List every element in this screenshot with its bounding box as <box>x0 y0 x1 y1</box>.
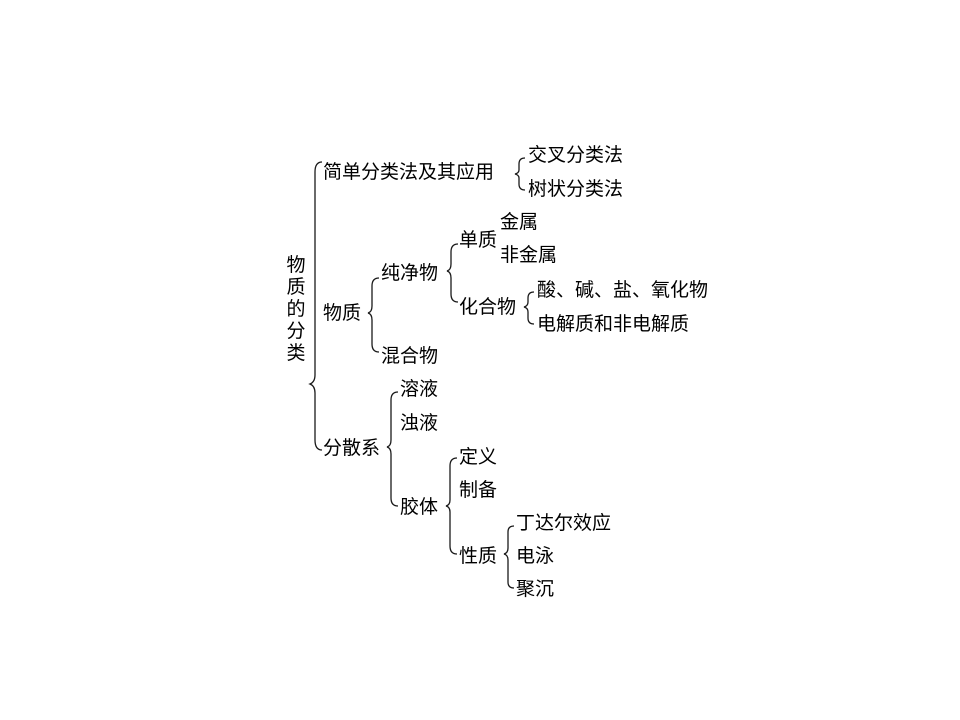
node-element: 单质 <box>459 229 498 251</box>
pure-bracket <box>446 243 459 303</box>
node-coagulation: 聚沉 <box>516 578 555 600</box>
node-preparation: 制备 <box>459 479 498 501</box>
node-solution: 溶液 <box>400 378 439 400</box>
root-bracket <box>308 161 323 451</box>
substance-bracket <box>367 277 380 353</box>
simple-bracket <box>514 157 526 191</box>
node-pure-substance: 纯净物 <box>381 262 439 284</box>
node-metal: 金属 <box>500 211 539 233</box>
node-suspension: 浊液 <box>400 412 439 434</box>
node-colloid: 胶体 <box>400 496 439 518</box>
node-compound: 化合物 <box>459 296 517 318</box>
node-tyndall-effect: 丁达尔效应 <box>516 512 612 534</box>
root-label: 物质的分类 <box>286 254 306 364</box>
node-dispersion: 分散系 <box>323 437 381 459</box>
node-electrolyte: 电解质和非电解质 <box>537 313 690 335</box>
node-properties: 性质 <box>459 545 498 567</box>
node-electrophoresis: 电泳 <box>516 545 555 567</box>
node-acid-base-salt-oxide: 酸、碱、盐、氧化物 <box>537 279 709 301</box>
dispersion-bracket <box>386 391 399 507</box>
node-simple-classification: 简单分类法及其应用 <box>323 161 495 183</box>
node-definition: 定义 <box>459 446 498 468</box>
node-cross-classification: 交叉分类法 <box>528 144 624 166</box>
node-mixture: 混合物 <box>381 345 439 367</box>
compound-bracket <box>523 291 535 325</box>
node-substance: 物质 <box>323 302 362 324</box>
properties-bracket <box>503 525 515 589</box>
node-tree-classification: 树状分类法 <box>528 178 624 200</box>
colloid-bracket <box>445 457 458 555</box>
node-nonmetal: 非金属 <box>500 244 558 266</box>
